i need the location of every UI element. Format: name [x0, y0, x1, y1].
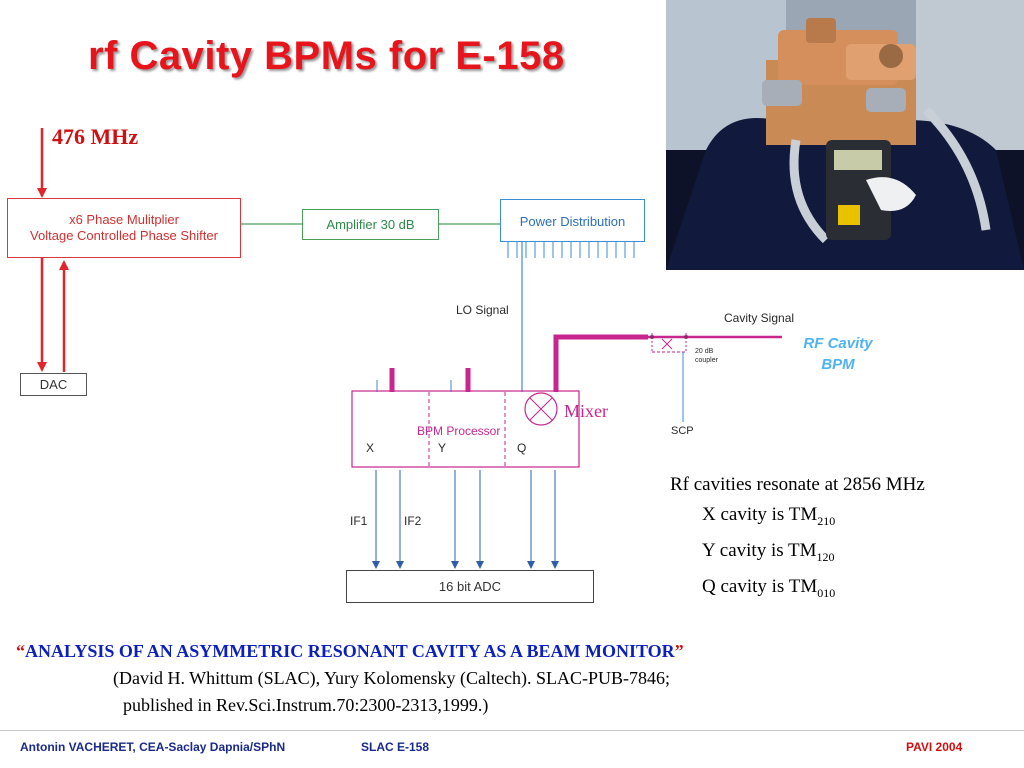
phase-box-line2: Voltage Controlled Phase Shifter	[30, 228, 218, 244]
adc-label: 16 bit ADC	[439, 579, 501, 595]
if2-label: IF2	[404, 514, 421, 528]
power-outputs	[508, 242, 634, 258]
cavity-bpm-photo	[666, 0, 1024, 270]
rf-cavity-line2: BPM	[790, 354, 886, 375]
reference-authors: (David H. Whittum (SLAC), Yury Kolomensk…	[0, 665, 1024, 692]
footer-conference: PAVI 2004	[906, 740, 962, 754]
footer-experiment: SLAC E-158	[361, 740, 429, 754]
if1-label: IF1	[350, 514, 367, 528]
footer-divider	[0, 730, 1024, 731]
mixer-icon	[525, 393, 557, 425]
resonance-note: Rf cavities resonate at 2856 MHz	[670, 470, 925, 500]
x-cavity-note: X cavity is TM210	[670, 500, 925, 536]
cavity-notes: Rf cavities resonate at 2856 MHz X cavit…	[670, 470, 925, 607]
adc-box: 16 bit ADC	[346, 570, 594, 603]
dac-label: DAC	[40, 377, 67, 393]
coupler-label: 20 dB coupler	[695, 347, 718, 365]
rf-cavity-bpm-label: RF Cavity BPM	[790, 333, 886, 375]
q-cavity-mode: 010	[817, 585, 835, 599]
coupler-label-line2: coupler	[695, 356, 718, 365]
open-quote: “	[16, 641, 25, 661]
coupler-label-line1: 20 dB	[695, 347, 718, 356]
y-cavity-prefix: Y cavity is TM	[702, 540, 817, 561]
power-distribution-box: Power Distribution	[500, 199, 645, 242]
scp-label: SCP	[671, 425, 694, 437]
bpm-processor-label: BPM Processor	[417, 424, 500, 438]
amplifier-label: Amplifier 30 dB	[326, 217, 414, 233]
y-cavity-note: Y cavity is TM120	[670, 536, 925, 572]
mixer-label: Mixer	[564, 401, 608, 422]
cavity-signal-label: Cavity Signal	[724, 311, 794, 325]
dac-box: DAC	[20, 373, 87, 396]
reference-title: ANALYSIS OF AN ASYMMETRIC RESONANT CAVIT…	[25, 641, 675, 661]
phase-multiplier-box: x6 Phase Mulitplier Voltage Controlled P…	[7, 198, 241, 258]
channel-y-label: Y	[438, 441, 446, 455]
amplifier-box: Amplifier 30 dB	[302, 209, 439, 240]
footer-author: Antonin VACHERET, CEA-Saclay Dapnia/SPhN	[20, 740, 285, 754]
reference-published: published in Rev.Sci.Instrum.70:2300-231…	[0, 692, 1024, 719]
channel-q-label: Q	[517, 441, 526, 455]
x-cavity-mode: 210	[817, 514, 835, 528]
lo-signal-label: LO Signal	[456, 303, 509, 317]
channel-x-label: X	[366, 441, 374, 455]
power-distribution-label: Power Distribution	[520, 214, 626, 230]
q-cavity-note: Q cavity is TM010	[670, 572, 925, 608]
y-cavity-mode: 120	[817, 550, 835, 564]
rf-cavity-line1: RF Cavity	[790, 333, 886, 354]
close-quote: ”	[675, 641, 684, 661]
reference-title-line: “ANALYSIS OF AN ASYMMETRIC RESONANT CAVI…	[0, 638, 1024, 665]
phase-box-line1: x6 Phase Mulitplier	[30, 212, 218, 228]
x-cavity-prefix: X cavity is TM	[702, 504, 817, 525]
cavity-signal-line	[556, 337, 648, 392]
reference-block: “ANALYSIS OF AN ASYMMETRIC RESONANT CAVI…	[0, 638, 1024, 719]
q-cavity-prefix: Q cavity is TM	[702, 576, 817, 597]
